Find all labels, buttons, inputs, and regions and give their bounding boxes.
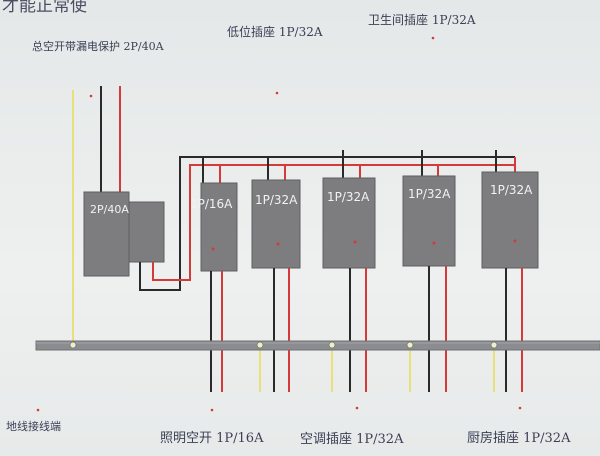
- ground-terminal-label: 地线接线端: [6, 420, 61, 433]
- breaker-rating-bathroom: 1P/32A: [408, 187, 451, 201]
- lighting-label: 照明空开 1P/16A: [160, 431, 264, 446]
- main-breaker-label: 总空开带漏电保护 2P/40A: [32, 40, 164, 53]
- kitchen-label: 厨房插座 1P/32A: [467, 431, 571, 446]
- ground-drops: [259, 347, 495, 392]
- breaker-rating-lighting: 1P/16A: [190, 197, 233, 211]
- live-drops: [219, 157, 516, 183]
- aircon-label: 空调插座 1P/32A: [300, 432, 404, 447]
- breaker-rating-aircon: 1P/32A: [327, 190, 370, 204]
- main-breaker: [83, 191, 165, 277]
- main-breaker-rating: 2P/40A: [90, 203, 129, 216]
- breaker-rating-low-socket: 1P/32A: [255, 193, 298, 207]
- terminal-dots: [211, 239, 517, 251]
- ground-bus-bar: [35, 340, 600, 351]
- header-partial-text: 才能正常使: [2, 0, 87, 16]
- neutral-distribution-wire: [139, 156, 515, 291]
- bus-terminals: [69, 341, 498, 349]
- low-socket-label: 低位插座 1P/32A: [227, 25, 323, 39]
- bathroom-socket-label: 卫生间插座 1P/32A: [368, 13, 476, 27]
- leader-dots: [36, 36, 522, 412]
- breaker-rating-kitchen: 1P/32A: [490, 183, 533, 197]
- live-distribution-wire: [152, 164, 515, 281]
- output-wires: [210, 266, 523, 392]
- branch-breaker-boxes: [200, 171, 539, 272]
- neutral-drops: [202, 150, 497, 183]
